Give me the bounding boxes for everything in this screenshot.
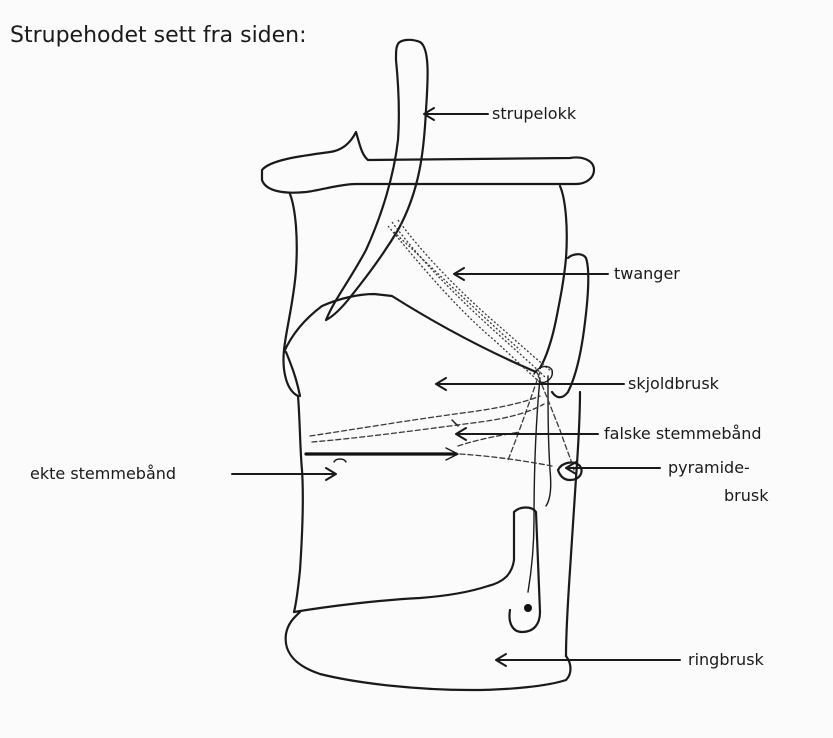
pointer-falske [456, 428, 598, 440]
true-vocal-cord-marker [334, 459, 346, 462]
label-twanger: twanger [614, 264, 680, 283]
label-pyramide-line1: pyramide- [668, 458, 750, 477]
pointer-twanger [454, 268, 608, 280]
label-pyramide-line2: brusk [724, 486, 769, 505]
label-ringbrusk: ringbrusk [688, 650, 765, 669]
thyroid-lower-left [294, 396, 303, 612]
twanger-band-4 [394, 232, 520, 350]
diagram-title: Strupehodet sett fra siden: [10, 23, 307, 48]
label-strupelokk: strupelokk [492, 104, 577, 123]
vocal-ligament-dashed [460, 454, 552, 466]
pointer-ringbrusk [496, 654, 680, 666]
false-vocal-cord-dashed-2 [312, 404, 544, 442]
thyroid-right-band [540, 186, 567, 368]
epiglottis-outline [326, 40, 428, 320]
thyroid-right-lower [566, 392, 580, 656]
label-falske-stemmebaand: falske stemmebånd [604, 424, 762, 443]
label-ekte-stemmebaand: ekte stemmebånd [30, 464, 176, 483]
label-skjoldbrusk: skjoldbrusk [628, 374, 720, 393]
cricoid-joint-dot [524, 604, 532, 612]
thyroid-upper-edge [284, 294, 536, 372]
cricoid-outline [286, 612, 571, 690]
thyroid-right-horn [552, 254, 588, 397]
pointer-skjoldbrusk [436, 378, 624, 390]
labels: strupelokk twanger skjoldbrusk falske st… [30, 104, 769, 669]
thyroid-notch-left [286, 352, 300, 396]
twanger-band-2 [398, 220, 552, 372]
pointer-ekte [232, 468, 336, 480]
false-vocal-cord-dashed [310, 396, 540, 436]
twanger-band-1 [392, 222, 546, 378]
upper-plate-outline [262, 132, 594, 193]
twanger-band-3 [388, 226, 542, 384]
larynx-drawing [262, 40, 594, 690]
pointer-pyramide [566, 462, 660, 474]
cricoid-upper-step [294, 512, 514, 612]
pointer-strupelokk [424, 108, 488, 120]
